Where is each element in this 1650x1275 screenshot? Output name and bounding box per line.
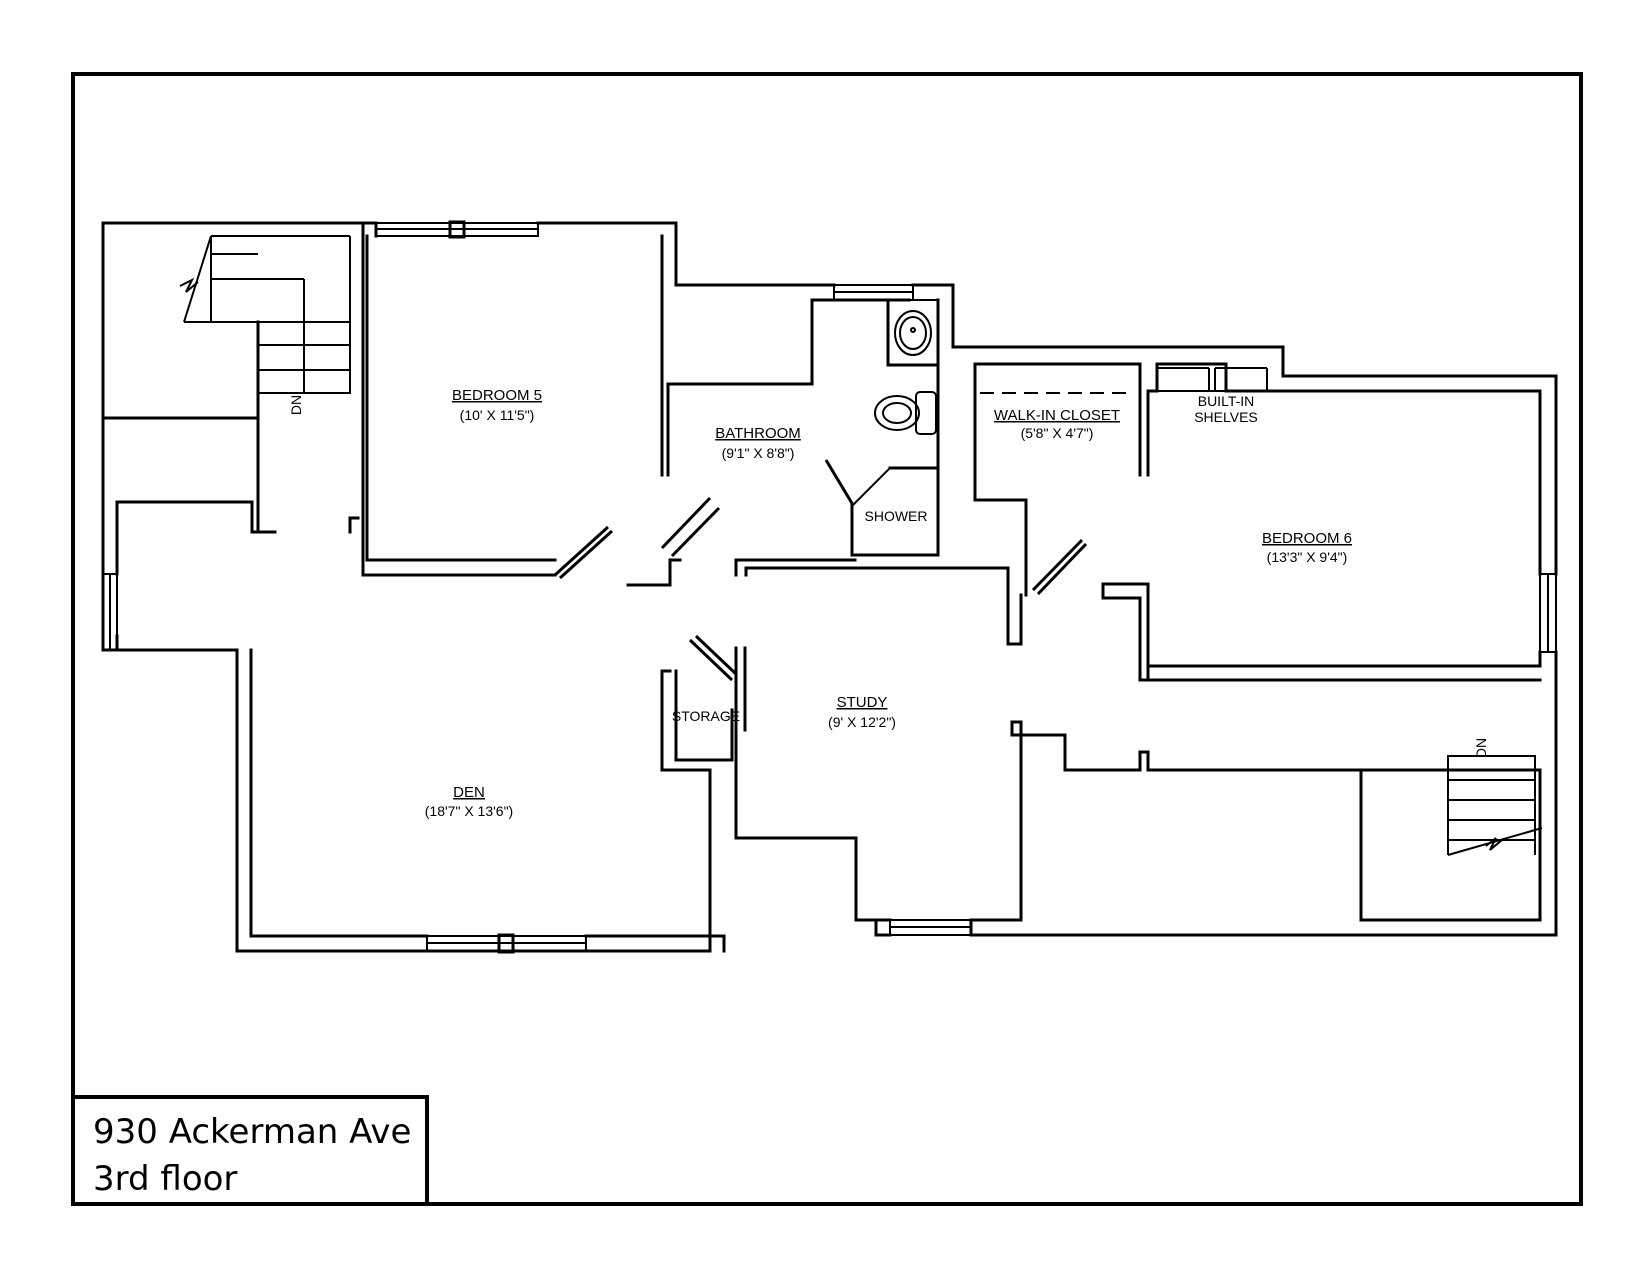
built-in-shelves-line2: SHELVES xyxy=(1194,409,1258,425)
built-in-shelves-line1: BUILT-IN xyxy=(1198,393,1255,409)
windows xyxy=(102,220,1557,954)
right-stairs-dn-label: DN xyxy=(1473,738,1489,758)
toilet-icon xyxy=(874,391,937,435)
doors xyxy=(553,459,1088,682)
bedroom5-dims: (10' X 11'5") xyxy=(460,407,535,423)
drawing-border xyxy=(71,72,1583,1206)
study-dims: (9' X 12'2") xyxy=(828,714,896,730)
den-label: DEN xyxy=(453,784,485,801)
left-stairs: DN xyxy=(179,235,351,415)
bedroom6-label: BEDROOM 6 xyxy=(1262,530,1352,547)
walk-in-closet-label: WALK-IN CLOSET xyxy=(994,407,1120,424)
title-block: 930 Ackerman Ave 3rd floor xyxy=(73,1095,429,1204)
den-dims: (18'7" X 13'6") xyxy=(425,803,513,819)
left-stairs-dn-label: DN xyxy=(288,395,304,415)
storage-label: STORAGE xyxy=(672,708,740,724)
bedroom5-label: BEDROOM 5 xyxy=(452,387,542,404)
bathroom-label: BATHROOM xyxy=(715,425,801,442)
room-labels: BEDROOM 5 (10' X 11'5") BATHROOM (9'1" X… xyxy=(425,387,1352,819)
study-label: STUDY xyxy=(837,694,888,711)
right-stairs: DN xyxy=(1447,738,1543,856)
fixtures xyxy=(874,299,939,435)
address-text: 930 Ackerman Ave xyxy=(93,1112,411,1152)
bedroom6-dims: (13'3" X 9'4") xyxy=(1267,549,1348,565)
shower-label: SHOWER xyxy=(865,508,928,524)
sink-icon xyxy=(887,299,939,366)
walk-in-closet-dims: (5'8" X 4'7") xyxy=(1021,425,1094,441)
floor-text: 3rd floor xyxy=(93,1159,237,1199)
bathroom-dims: (9'1" X 8'8") xyxy=(722,445,795,461)
walls xyxy=(101,221,1558,953)
